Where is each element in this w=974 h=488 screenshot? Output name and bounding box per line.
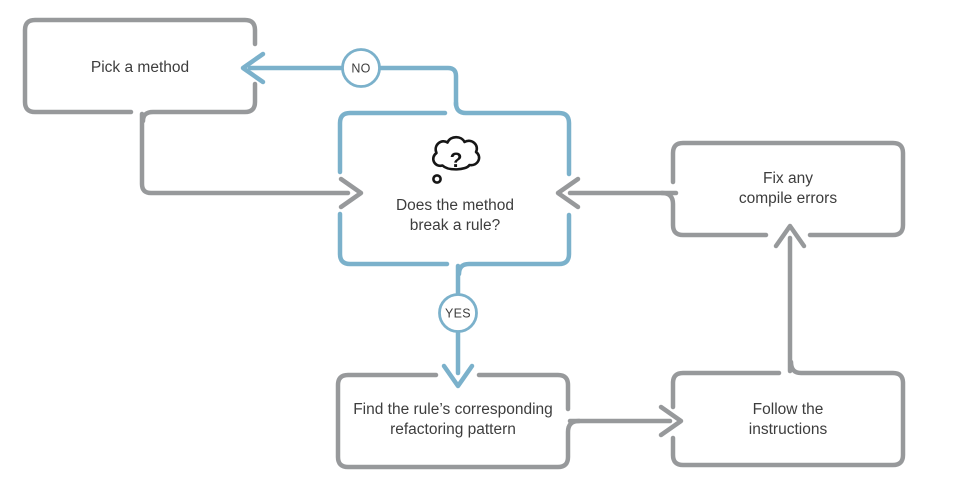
node-fix-border <box>659 140 906 238</box>
node-find: Find the rule’s corresponding refactorin… <box>353 401 553 438</box>
node-decision: Does the method break a rule? <box>396 197 514 234</box>
arrowhead-left-icon <box>555 176 581 210</box>
no-badge-circle <box>341 48 381 88</box>
arrowhead-down-icon <box>441 363 475 389</box>
edge-decision-to-pick-line <box>247 65 459 108</box>
node-follow-label-line1: Follow the <box>753 401 824 418</box>
node-find-border <box>335 372 582 470</box>
node-find-label-line1: Find the rule’s corresponding <box>353 401 553 418</box>
node-decision-border <box>337 100 572 277</box>
edge-fix-to-decision <box>555 176 679 210</box>
node-follow-label-line2: instructions <box>749 421 828 438</box>
no-badge-label: NO <box>351 62 370 76</box>
edge-decision-to-pick-no <box>240 51 459 108</box>
edge-pick-to-decision-line <box>139 111 351 196</box>
arrowhead-right-icon <box>338 176 364 210</box>
thought-bubble-icon: ? <box>432 135 481 184</box>
node-fix-fill <box>673 143 903 235</box>
node-follow-fill <box>673 373 903 465</box>
node-pick-border <box>22 17 258 124</box>
node-fix-label-line2: compile errors <box>739 190 837 207</box>
node-find-label-line2: refactoring pattern <box>390 421 516 438</box>
node-decision-label-line2: break a rule? <box>410 217 501 234</box>
node-decision-fill <box>340 113 569 264</box>
node-fix-label-line1: Fix any <box>763 170 813 187</box>
node-pick-label: Pick a method <box>91 59 189 76</box>
node-pick: Pick a method <box>91 59 189 76</box>
edge-follow-to-fix <box>773 223 807 374</box>
node-pick-fill <box>25 20 255 112</box>
yes-badge-label: YES <box>445 307 471 321</box>
arrowhead-right-icon <box>658 404 684 438</box>
node-follow: Follow the instructions <box>749 401 828 438</box>
yes-badge-circle <box>438 293 478 333</box>
node-follow-border <box>670 359 906 468</box>
edge-find-to-follow <box>567 404 684 438</box>
node-decision-label-line1: Does the method <box>396 197 514 214</box>
node-fix: Fix any compile errors <box>739 170 837 207</box>
thought-bubble-dot <box>432 174 442 184</box>
question-mark-glyph: ? <box>450 149 463 172</box>
node-find-fill <box>338 375 568 467</box>
yes-badge: YES <box>438 293 478 333</box>
arrowhead-left-icon <box>240 51 266 85</box>
arrowhead-up-icon <box>773 223 807 249</box>
edge-pick-to-decision <box>139 111 364 210</box>
no-badge: NO <box>341 48 381 88</box>
thought-bubble-cloud <box>432 135 481 171</box>
